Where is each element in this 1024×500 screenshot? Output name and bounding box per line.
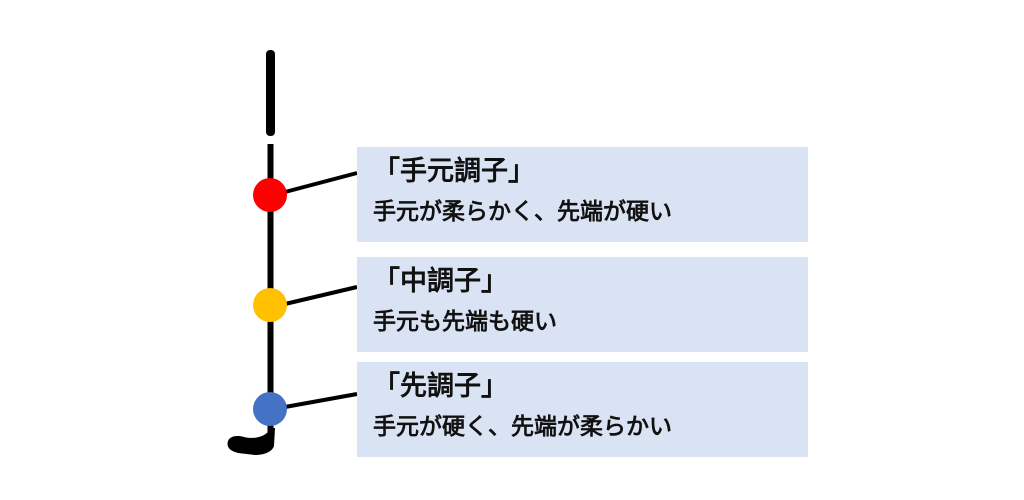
- label-box-high-kick: 「先調子」 手元が硬く、先端が柔らかい: [357, 362, 808, 457]
- label-box-low-kick: 「手元調子」 手元が柔らかく、先端が硬い: [357, 147, 808, 242]
- label-description: 手元が柔らかく、先端が硬い: [373, 199, 672, 225]
- connector-line-2: [284, 392, 358, 409]
- label-title: 「手元調子」: [373, 156, 535, 187]
- label-box-mid-kick: 「中調子」 手元も先端も硬い: [357, 257, 808, 352]
- connector-line-1: [284, 285, 358, 306]
- label-title: 「中調子」: [373, 266, 508, 297]
- connector-line-0: [284, 171, 358, 194]
- label-title: 「先調子」: [373, 371, 508, 402]
- label-description: 手元が硬く、先端が柔らかい: [373, 414, 672, 440]
- flex-dot-1: [253, 288, 287, 322]
- flex-dot-2: [253, 392, 287, 426]
- flex-dot-0: [253, 178, 287, 212]
- club-grip: [266, 50, 275, 136]
- club-head: [227, 428, 275, 455]
- label-description: 手元も先端も硬い: [373, 309, 557, 335]
